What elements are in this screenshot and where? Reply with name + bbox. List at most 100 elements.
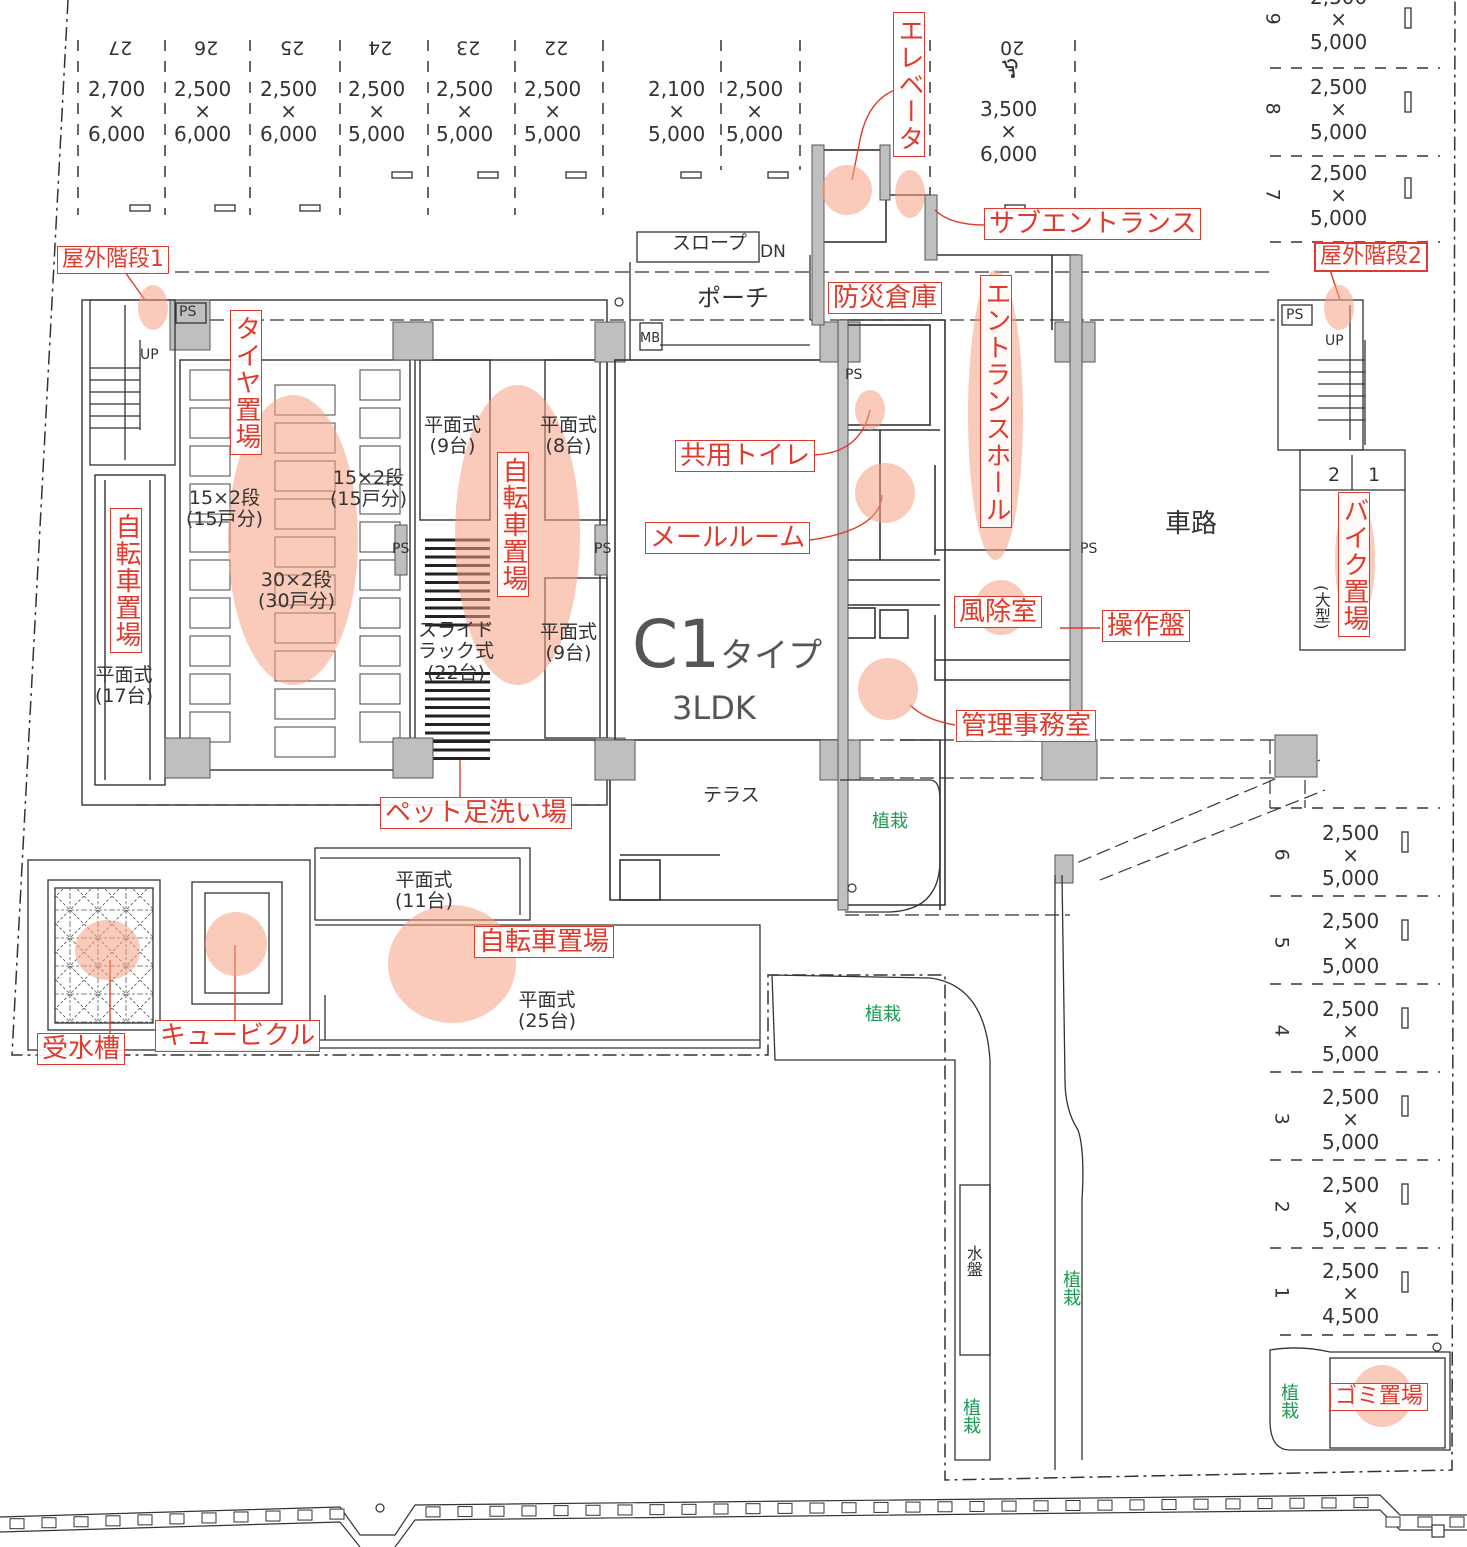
parking-size-top: 2,500 × 5,000 — [726, 77, 784, 146]
label-elevator: エレベータ — [893, 12, 925, 157]
porch-slope-drawing — [629, 231, 811, 360]
label-bicycle-bottom: 自転車置場 — [474, 926, 615, 958]
tire-rack-cell — [359, 407, 401, 439]
label-pet-foot-wash: ペット足洗い場 — [380, 797, 573, 829]
mb-text: MB — [640, 331, 661, 346]
ps-text-5: PS — [1080, 541, 1098, 557]
slope-text: スロープ — [672, 232, 747, 254]
tire-rack-cell — [274, 688, 336, 720]
fence-post — [745, 1503, 761, 1515]
tire-rack-cell — [359, 711, 401, 743]
water-basin-text: 水盤 — [963, 1245, 983, 1277]
core-thick-walls — [811, 144, 1083, 911]
ps-text-4: PS — [594, 541, 612, 557]
planting-border — [771, 779, 1451, 1470]
ps-text-2: PS — [845, 367, 863, 383]
fence-post — [1449, 1516, 1465, 1528]
parking-size-right: 2,500 × 5,000 — [1322, 1173, 1380, 1242]
outdoor-stair-1-drawing — [89, 299, 207, 466]
site-boundary — [11, 0, 1456, 1481]
label-windbreak: 風除室 — [954, 596, 1043, 628]
top-parking-lines — [77, 40, 1076, 215]
fence-post — [777, 1502, 793, 1514]
label-water-tank: 受水槽 — [37, 1033, 126, 1065]
flat-25-text: 平面式 (25台) — [518, 989, 577, 1033]
highlight-cubicle — [205, 912, 267, 976]
accessible-icon: ♿ — [998, 52, 1022, 83]
fence-posts — [9, 1497, 1465, 1530]
ps-text-6: PS — [1286, 307, 1304, 323]
parking-size-right: 2,500 × 5,000 — [1322, 909, 1380, 978]
wheel-stops-right-bottom — [1401, 831, 1409, 1293]
flat-9b-text: 平面式 (9台) — [540, 621, 598, 665]
up-text-2: UP — [1325, 333, 1344, 349]
highlight-stair-2 — [1324, 285, 1354, 330]
fence-post — [681, 1503, 697, 1515]
unit-type-suffix: タイプ — [720, 636, 823, 676]
tire-rack-cell — [189, 597, 231, 629]
tire-middle-text: 30×2段 (30戸分) — [258, 569, 336, 613]
fence-post — [1417, 1516, 1433, 1528]
tire-rack-cell — [189, 445, 231, 477]
fence-post — [9, 1518, 25, 1530]
fence-post — [457, 1506, 473, 1518]
fence-post — [713, 1503, 729, 1515]
fence-post — [1065, 1499, 1081, 1511]
parking-number-right: 9 — [1261, 12, 1284, 25]
fence-post — [1033, 1500, 1049, 1512]
label-disaster-storage: 防災倉庫 — [828, 282, 943, 314]
highlight-elevator — [822, 165, 872, 215]
unit-layout: 3LDK — [672, 689, 756, 727]
highlight-mail — [855, 463, 915, 523]
parking-number-right: 3 — [1270, 1112, 1293, 1125]
label-cubicle: キュービクル — [155, 1020, 321, 1052]
label-outdoor-stair-2: 屋外階段2 — [1314, 242, 1428, 272]
highlight-sub-entrance — [895, 170, 925, 218]
right-bottom-parking-lines — [1270, 807, 1440, 1336]
parking-size-top: 2,500 × 5,000 — [436, 77, 494, 146]
parking-number-top: 25 — [280, 36, 305, 59]
bike-slot-1: 1 — [1368, 464, 1381, 486]
small-circles — [375, 297, 1445, 1538]
label-mail-room: メールルーム — [645, 522, 811, 554]
parking-size-top: 2,700 × 6,000 — [88, 77, 146, 146]
fence-post — [553, 1505, 569, 1517]
fence-post — [1161, 1499, 1177, 1511]
tire-rack-cell — [359, 673, 401, 705]
label-entrance-hall: エントランスホール — [980, 275, 1012, 528]
up-text-1: UP — [140, 347, 159, 363]
fence-post — [233, 1511, 249, 1523]
planting-text-5: 植栽 — [1278, 1383, 1300, 1419]
fence-post — [1225, 1498, 1241, 1510]
parking-size-top: 2,500 × 5,000 — [348, 77, 406, 146]
planting-text-2: 植栽 — [865, 1004, 901, 1025]
wheel-stops-top — [129, 171, 1026, 212]
core-walls — [817, 149, 1079, 910]
parking-number-right: 8 — [1261, 102, 1284, 115]
fence-post — [905, 1501, 921, 1513]
fence-post — [329, 1508, 345, 1520]
fence-post — [649, 1504, 665, 1516]
fence-post — [297, 1509, 313, 1521]
parking-size-right: 2,500 × 5,000 — [1322, 997, 1380, 1066]
fence-post — [41, 1517, 57, 1529]
flat-11-text: 平面式 (11台) — [395, 869, 454, 913]
parking-size-top: 2,500 × 6,000 — [174, 77, 232, 146]
parking-size-top: 2,100 × 5,000 — [648, 77, 706, 146]
ps-text-3: PS — [392, 541, 410, 557]
parking-size-right: 2,500 × 5,000 — [1310, 0, 1368, 54]
parking-size-top: 3,500 × 6,000 — [980, 97, 1038, 166]
label-tire-storage: タイヤ置場 — [230, 310, 262, 455]
fence-post — [585, 1504, 601, 1516]
tire-rack-cell — [189, 673, 231, 705]
planting-text-3: 植栽 — [1060, 1270, 1082, 1306]
highlight-bike-bottom — [388, 905, 516, 1023]
tire-right-text: 15×2段 (15戸分) — [330, 467, 408, 511]
parking-size-right: 2,500 × 5,000 — [1322, 1085, 1380, 1154]
fence-post — [137, 1514, 153, 1526]
fence-post — [617, 1504, 633, 1516]
unit-type-title: C1タイプ — [632, 612, 822, 678]
bike-large-text: (大型) — [1311, 585, 1331, 630]
bottom-fence — [0, 1494, 1467, 1547]
